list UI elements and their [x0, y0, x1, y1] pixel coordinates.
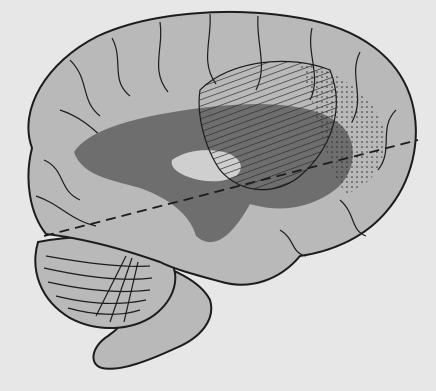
- brain-figure: [0, 0, 436, 391]
- brain-illustration: [0, 0, 436, 391]
